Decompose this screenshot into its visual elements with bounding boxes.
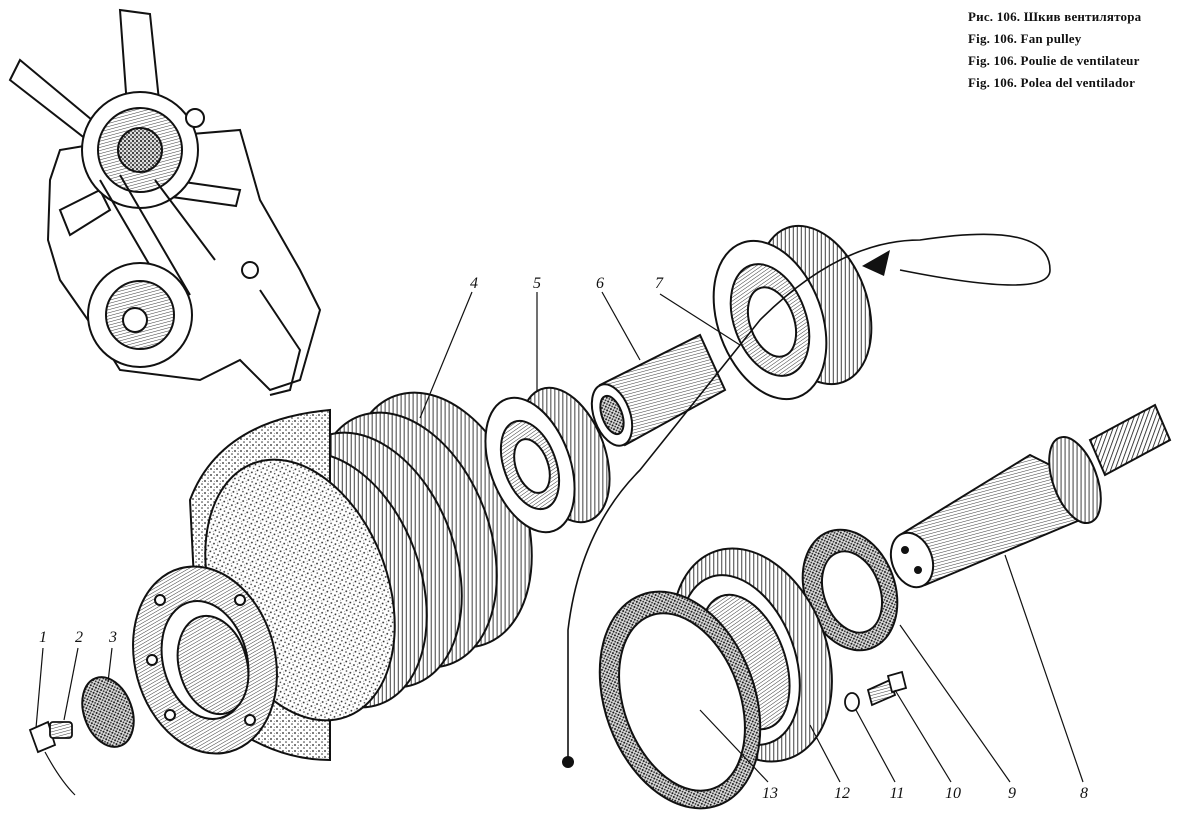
washer-part-3 xyxy=(81,676,135,748)
sleeve-part-6 xyxy=(590,333,727,447)
caption-es: Fig. 106. Polea del ventilador xyxy=(968,75,1136,90)
assembly-path-arrow xyxy=(562,233,1051,768)
caption-ru: Рис. 106. Шкив вентилятора xyxy=(968,9,1142,24)
part-label-4: 4 xyxy=(470,275,478,292)
shaft-part-8 xyxy=(889,403,1172,589)
part-label-13: 13 xyxy=(762,785,778,802)
part-label-6: 6 xyxy=(596,275,604,292)
bearing-part-7 xyxy=(712,224,873,401)
screw-part-10 xyxy=(866,670,908,707)
caption-fr: Fig. 106. Poulie de ventilateur xyxy=(968,53,1140,68)
lock-wire-part-2 xyxy=(44,751,76,796)
part-label-9: 9 xyxy=(1008,785,1016,802)
lock-washer-part-11 xyxy=(844,692,860,712)
gasket-part-13 xyxy=(598,590,762,810)
part-label-1: 1 xyxy=(39,629,47,646)
part-label-3: 3 xyxy=(109,629,117,646)
leader-lines xyxy=(35,291,1084,783)
fan-assembly xyxy=(8,8,322,396)
part-label-5: 5 xyxy=(533,275,541,292)
bolt-part-1 xyxy=(28,720,73,754)
figure-caption: Рис. 106. Шкив вентилятора Fig. 106. Fan… xyxy=(968,6,1141,94)
part-label-11: 11 xyxy=(889,785,905,802)
felt-ring-part-9 xyxy=(801,528,899,652)
bearing-part-5 xyxy=(484,386,611,534)
part-label-12: 12 xyxy=(834,785,850,802)
part-label-10: 10 xyxy=(945,785,961,802)
part-label-8: 8 xyxy=(1080,785,1088,802)
part-label-7: 7 xyxy=(655,275,663,292)
caption-en: Fig. 106. Fan pulley xyxy=(968,31,1082,46)
pulley-part-4 xyxy=(132,391,533,762)
part-label-2: 2 xyxy=(75,629,83,646)
